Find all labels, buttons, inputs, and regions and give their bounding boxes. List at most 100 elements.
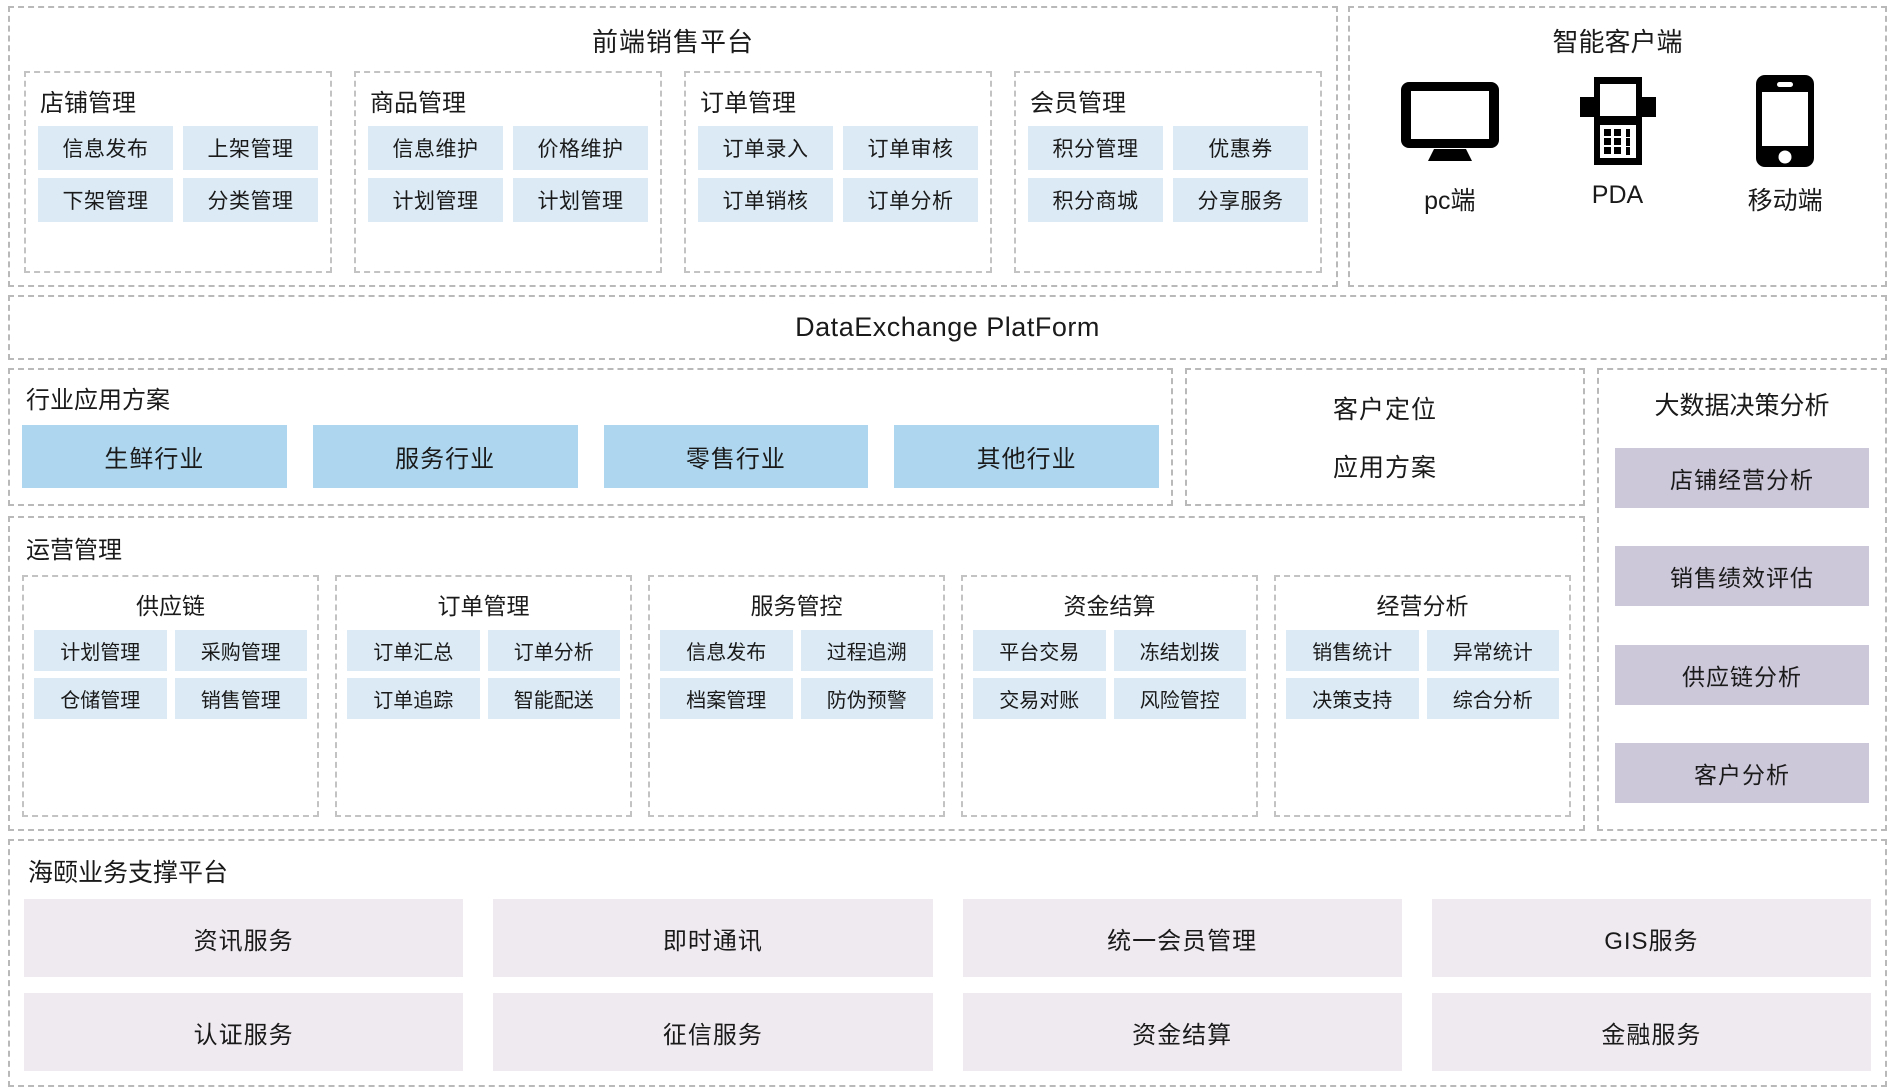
operations-group-supply-chain: 供应链 计划管理 采购管理 仓储管理 销售管理 <box>22 575 319 817</box>
frontend-item[interactable]: 订单销核 <box>698 178 833 222</box>
operations-item[interactable]: 仓储管理 <box>34 678 167 719</box>
client-device-pc[interactable]: pc端 <box>1396 75 1504 217</box>
industry-item[interactable]: 其他行业 <box>894 425 1159 488</box>
support-service-item[interactable]: 资讯服务 <box>24 899 464 977</box>
industry-solutions-title: 行业应用方案 <box>26 387 170 414</box>
pda-terminal-icon <box>1563 75 1671 167</box>
support-service-item[interactable]: 认证服务 <box>24 993 464 1071</box>
group-title: 资金结算 <box>1063 593 1156 619</box>
operations-item[interactable]: 订单追踪 <box>347 678 480 719</box>
frontend-item[interactable]: 信息发布 <box>38 126 173 170</box>
industry-item[interactable]: 生鲜行业 <box>22 425 287 488</box>
frontend-item[interactable]: 分类管理 <box>183 178 318 222</box>
client-device-label: pc端 <box>1424 187 1476 215</box>
group-title: 供应链 <box>136 593 205 619</box>
operations-management-title: 运营管理 <box>26 537 122 564</box>
frontend-group-product-management: 商品管理 信息维护 价格维护 计划管理 计划管理 <box>354 71 662 273</box>
frontend-item[interactable]: 优惠券 <box>1173 126 1308 170</box>
support-service-item[interactable]: 即时通讯 <box>493 899 933 977</box>
frontend-item[interactable]: 订单录入 <box>698 126 833 170</box>
operations-item[interactable]: 平台交易 <box>973 630 1106 671</box>
smart-client-panel: 智能客户端 pc端 <box>1348 6 1887 287</box>
operations-item[interactable]: 档案管理 <box>660 678 793 719</box>
operations-item[interactable]: 信息发布 <box>660 630 793 671</box>
operations-group-order-management: 订单管理 订单汇总 订单分析 订单追踪 智能配送 <box>335 575 632 817</box>
frontend-group-list: 店铺管理 信息发布 上架管理 下架管理 分类管理 商品管理 信息维护 价格维护 … <box>24 71 1322 273</box>
operations-item[interactable]: 采购管理 <box>174 630 307 671</box>
operations-item[interactable]: 过程追溯 <box>800 630 933 671</box>
operations-item[interactable]: 智能配送 <box>487 678 620 719</box>
group-title: 店铺管理 <box>40 90 136 117</box>
support-service-item[interactable]: 金融服务 <box>1431 993 1871 1071</box>
frontend-item[interactable]: 订单分析 <box>843 178 978 222</box>
group-title: 经营分析 <box>1376 593 1469 619</box>
group-item-grid: 信息发布 过程追溯 档案管理 防伪预警 <box>660 630 933 719</box>
frontend-item[interactable]: 积分管理 <box>1028 126 1163 170</box>
group-title: 订单管理 <box>700 90 796 117</box>
bigdata-item-list: 店铺经营分析 销售绩效评估 供应链分析 客户分析 <box>1615 436 1869 815</box>
client-device-pda[interactable]: PDA <box>1563 75 1671 210</box>
operations-item[interactable]: 冻结划拨 <box>1113 630 1246 671</box>
frontend-platform-title: 前端销售平台 <box>591 27 754 57</box>
operations-item[interactable]: 订单分析 <box>487 630 620 671</box>
data-exchange-platform-bar: DataExchange PlatForm <box>8 295 1887 360</box>
operations-group-business-analysis: 经营分析 销售统计 异常统计 决策支持 综合分析 <box>1274 575 1571 817</box>
operations-item[interactable]: 计划管理 <box>34 630 167 671</box>
bigdata-item[interactable]: 销售绩效评估 <box>1615 546 1869 607</box>
group-title: 商品管理 <box>370 90 466 117</box>
smartphone-icon <box>1731 75 1839 167</box>
top-row: 前端销售平台 店铺管理 信息发布 上架管理 下架管理 分类管理 商品管理 信息维… <box>8 6 1887 287</box>
client-device-mobile[interactable]: 移动端 <box>1731 75 1839 217</box>
desktop-monitor-icon <box>1396 75 1504 167</box>
frontend-group-order-management: 订单管理 订单录入 订单审核 订单销核 订单分析 <box>684 71 992 273</box>
group-item-grid: 销售统计 异常统计 决策支持 综合分析 <box>1286 630 1559 719</box>
bigdata-panel-title: 大数据决策分析 <box>1654 392 1830 420</box>
operations-item[interactable]: 综合分析 <box>1426 678 1559 719</box>
group-title: 会员管理 <box>1030 90 1126 117</box>
frontend-item[interactable]: 订单审核 <box>843 126 978 170</box>
business-support-platform-title: 海颐业务支撑平台 <box>28 859 229 887</box>
frontend-item[interactable]: 价格维护 <box>513 126 648 170</box>
middle-row: 行业应用方案 生鲜行业 服务行业 零售行业 其他行业 客户定位 应用方案 运营管… <box>8 368 1887 831</box>
operations-item[interactable]: 风险管控 <box>1113 678 1246 719</box>
data-exchange-platform-label: DataExchange PlatForm <box>795 312 1100 342</box>
operations-item[interactable]: 销售统计 <box>1286 630 1419 671</box>
frontend-sales-platform-panel: 前端销售平台 店铺管理 信息发布 上架管理 下架管理 分类管理 商品管理 信息维… <box>8 6 1338 287</box>
group-title: 服务管控 <box>750 593 843 619</box>
operations-item[interactable]: 异常统计 <box>1426 630 1559 671</box>
operations-item[interactable]: 交易对账 <box>973 678 1106 719</box>
operations-item[interactable]: 订单汇总 <box>347 630 480 671</box>
group-item-grid: 计划管理 采购管理 仓储管理 销售管理 <box>34 630 307 719</box>
frontend-item[interactable]: 上架管理 <box>183 126 318 170</box>
support-service-item[interactable]: 资金结算 <box>962 993 1402 1071</box>
support-service-item[interactable]: GIS服务 <box>1431 899 1871 977</box>
bigdata-item[interactable]: 供应链分析 <box>1615 644 1869 705</box>
frontend-item[interactable]: 信息维护 <box>368 126 503 170</box>
frontend-item[interactable]: 积分商城 <box>1028 178 1163 222</box>
frontend-item[interactable]: 计划管理 <box>368 178 503 222</box>
solutions-row: 行业应用方案 生鲜行业 服务行业 零售行业 其他行业 客户定位 应用方案 <box>8 368 1585 506</box>
frontend-item[interactable]: 下架管理 <box>38 178 173 222</box>
industry-item[interactable]: 零售行业 <box>603 425 869 488</box>
smart-client-title: 智能客户端 <box>1552 27 1683 57</box>
customer-positioning-panel: 客户定位 应用方案 <box>1185 368 1585 506</box>
bigdata-item[interactable]: 店铺经营分析 <box>1615 448 1869 509</box>
operations-item[interactable]: 销售管理 <box>174 678 307 719</box>
group-item-grid: 信息维护 价格维护 计划管理 计划管理 <box>368 126 648 222</box>
bigdata-item[interactable]: 客户分析 <box>1615 742 1869 803</box>
industry-item[interactable]: 服务行业 <box>312 425 578 488</box>
operations-item[interactable]: 防伪预警 <box>800 678 933 719</box>
support-service-item[interactable]: 统一会员管理 <box>962 899 1402 977</box>
customer-positioning-line-1: 客户定位 <box>1332 396 1437 424</box>
group-item-grid: 订单录入 订单审核 订单销核 订单分析 <box>698 126 978 222</box>
middle-left-column: 行业应用方案 生鲜行业 服务行业 零售行业 其他行业 客户定位 应用方案 运营管… <box>8 368 1585 831</box>
group-item-grid: 平台交易 冻结划拨 交易对账 风险管控 <box>973 630 1246 719</box>
frontend-item[interactable]: 计划管理 <box>513 178 648 222</box>
group-item-grid: 订单汇总 订单分析 订单追踪 智能配送 <box>347 630 620 719</box>
operations-item[interactable]: 决策支持 <box>1286 678 1419 719</box>
operations-group-service-control: 服务管控 信息发布 过程追溯 档案管理 防伪预警 <box>648 575 945 817</box>
frontend-item[interactable]: 分享服务 <box>1173 178 1308 222</box>
support-service-item[interactable]: 征信服务 <box>493 993 933 1071</box>
bigdata-decision-analysis-panel: 大数据决策分析 店铺经营分析 销售绩效评估 供应链分析 客户分析 <box>1597 368 1887 831</box>
